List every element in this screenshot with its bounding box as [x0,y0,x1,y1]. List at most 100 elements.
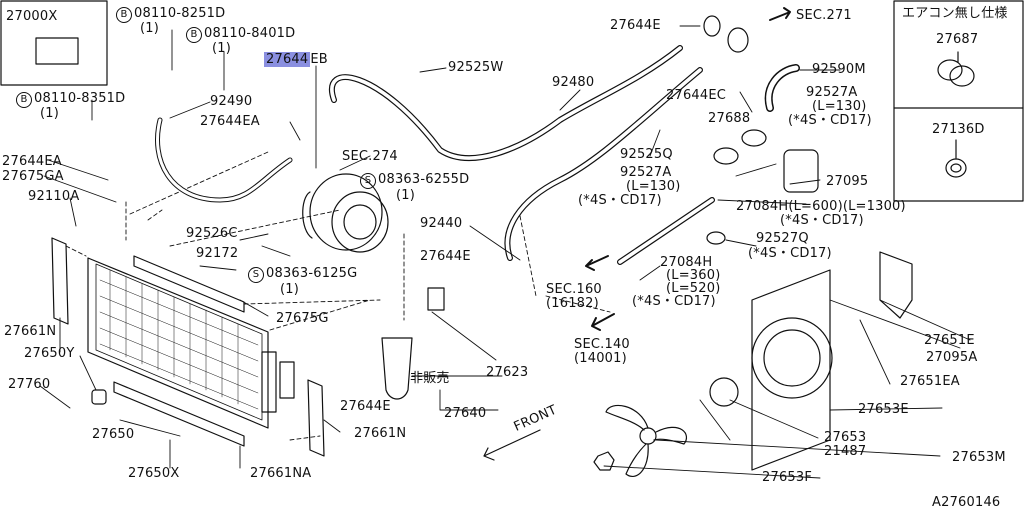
length-27084h-360: (L=360) [666,268,721,283]
part-27644ea-upper: 27644EA [200,114,260,129]
legend-box [0,0,108,86]
sensor-27623 [427,287,445,311]
inset-box [893,0,1024,202]
qty-08110-8351d: (1) [40,106,60,121]
clamp-92527q [706,231,726,245]
inset-part-27687: 27687 [936,32,979,47]
part-27644e-lower: 27644E [340,399,391,414]
side-seal-27661n-right [307,379,325,457]
compressor-sec274 [302,173,389,253]
part-27651ea: 27651EA [900,374,960,389]
front-arrow [483,429,541,461]
part-21487: 21487 [824,444,867,459]
bracket-27651e [879,251,913,319]
hose-92590m [764,64,800,112]
qty-08110-8401d: (1) [212,41,232,56]
nut-27653m [593,451,615,471]
part-92527q: 92527Q [756,231,809,246]
part-27644ea-left: 27644EA [2,154,62,169]
part-27653e: 27653E [858,402,909,417]
part-27644-highlight[interactable]: 27644 [264,52,311,67]
bolt-marker: B [116,7,132,23]
part-27650: 27650 [92,427,135,442]
receiver-drier-27640 [381,337,413,400]
condenser-27650 [87,257,295,429]
part-92440: 92440 [420,216,463,231]
part-27644e-top: 27644E [610,18,661,33]
part-27000x: 27000X [6,9,58,24]
seal-27661na [113,381,245,447]
spec-92527q: (*4S・CD17) [748,246,832,261]
fan-blade-27653f [605,404,687,477]
clamp-92527a [713,147,739,165]
part-27653: 27653 [824,430,867,445]
cap-27687 [937,59,963,81]
drain-hose-27084h [617,197,715,265]
grommet-27688 [703,15,721,37]
not-for-sale-label: 非販売 [410,371,450,386]
hose-92480 [329,45,683,161]
part-27650y: 27650Y [24,346,75,361]
part-92490: 92490 [210,94,253,109]
part-92527a-top: 92527A [806,85,858,100]
bar-92172 [133,255,245,313]
part-27661na: 27661NA [250,466,312,481]
qty-08110-8251d: (1) [140,21,160,36]
resistor-27095 [783,149,819,193]
part-27688: 27688 [708,111,751,126]
sec-140-reference: SEC.140 [574,337,630,352]
qty-08363-6255d: (1) [396,188,416,203]
part-27653f: 27653F [762,470,813,485]
part-92525w: 92525W [448,60,504,75]
diagram-id: A2760146 [932,495,1001,510]
part-92525q: 92525Q [620,147,673,162]
part-92590m: 92590M [812,62,866,77]
fan-shroud-27653e [751,269,833,471]
part-27095: 27095 [826,174,869,189]
length-92527a-mid: (L=130) [626,179,681,194]
qty-08363-6125g: (1) [280,282,300,297]
part-27675g: 27675G [276,311,329,326]
sec-160-code: (16182) [546,296,599,311]
part-92527a-mid: 92527A [620,165,672,180]
bolt-marker: B [186,27,202,43]
part-27644ec: 27644EC [666,88,727,103]
part-27084h-upper: 27084H(L=600)(L=1300) [736,199,906,214]
part-27084h-lower: 27084H [660,255,713,270]
cap-27136d [945,158,967,178]
part-27095a: 27095A [926,350,978,365]
part-27661n-right: 27661N [354,426,407,441]
side-seal-27661n-left [51,237,69,325]
fan-motor-27653 [709,377,739,407]
screw-marker: S [248,267,264,283]
part-27640: 27640 [444,406,487,421]
part-92480: 92480 [552,75,595,90]
part-27653m: 27653M [952,450,1006,465]
part-27675ga: 27675GA [2,169,64,184]
hose-92440 [504,67,703,261]
part-92526c: 92526C [186,226,238,241]
legend-symbol [35,37,79,65]
sec-140-code: (14001) [574,351,627,366]
part-27661n-left: 27661N [4,324,57,339]
pipe-92490 [155,117,293,203]
part-27623: 27623 [486,365,529,380]
cap-27650y [91,389,107,405]
part-27650x: 27650X [128,466,180,481]
inset-title: エアコン無し仕様 [902,6,1008,21]
inset-part-27136d: 27136D [932,122,985,137]
spec-27084h-upper: (*4S・CD17) [780,213,864,228]
length-27084h-520: (L=520) [666,281,721,296]
sec-271-reference: SEC.271 [796,8,852,23]
spec-92527a-top: (*4S・CD17) [788,113,872,128]
part-27760: 27760 [8,377,51,392]
spec-92527a-mid: (*4S・CD17) [578,193,662,208]
sec-274-reference: SEC.274 [342,149,398,164]
